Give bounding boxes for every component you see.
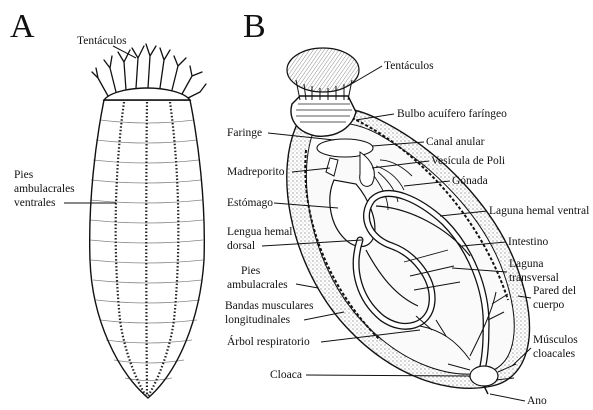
panel-b-label-estomago: Estómago (227, 197, 273, 209)
panel-b-leader-pies (296, 284, 318, 288)
panel-b-label-lengua-1: Lengua hemal (227, 226, 292, 238)
panel-b-label-madreporito: Madreporito (227, 166, 285, 178)
panel-b-label-lengua-2: dorsal (227, 240, 255, 252)
panel-b-label-arbol: Árbol respiratorio (227, 334, 310, 348)
panel-b-letter: B (243, 8, 266, 45)
panel-b-label-faringe: Faringe (227, 127, 262, 139)
panel-b-label-bandas-2: longitudinales (225, 314, 291, 326)
panel-a-letter: A (10, 8, 35, 45)
panel-b-label-tentaculos: Tentáculos (384, 60, 434, 72)
panel-b-label-laguna-ventral: Laguna hemal ventral (489, 205, 589, 217)
panel-b-label-pies-1: Pies (241, 265, 261, 277)
panel-a: A (10, 8, 206, 398)
panel-a-label-pies-3: ventrales (14, 197, 56, 209)
panel-b-label-vesicula: Vesícula de Poli (431, 155, 505, 167)
panel-b-label-laguna-trans-1: Laguna (509, 258, 543, 270)
panel-a-label-tentaculos: Tentáculos (77, 35, 127, 47)
panel-b-label-cloaca: Cloaca (270, 369, 302, 381)
panel-b-leader-ano (490, 394, 525, 401)
panel-a-label-pies-1: Pies (14, 169, 34, 181)
panel-b-label-gonada: Gónada (452, 175, 488, 187)
panel-b-label-laguna-trans-2: transversal (509, 272, 559, 284)
panel-b-label-musculos-2: cloacales (533, 348, 576, 360)
panel-b-label-musculos-1: Músculos (533, 334, 578, 346)
panel-b: B (225, 8, 589, 407)
panel-b-label-bulbo: Bulbo acuífero faríngeo (397, 108, 507, 120)
panel-b-label-canal: Canal anular (426, 136, 485, 148)
panel-a-body-illustration (90, 88, 205, 398)
panel-b-label-pared-2: cuerpo (533, 299, 565, 311)
panel-b-label-ano: Ano (527, 395, 547, 407)
panel-a-label-pies-2: ambulacrales (14, 183, 75, 195)
panel-b-label-intestino: Intestino (508, 236, 548, 248)
panel-b-label-bandas-1: Bandas musculares (225, 300, 314, 312)
panel-b-label-pared-1: Pared del (533, 285, 576, 297)
panel-b-label-pies-2: ambulacrales (227, 279, 288, 291)
